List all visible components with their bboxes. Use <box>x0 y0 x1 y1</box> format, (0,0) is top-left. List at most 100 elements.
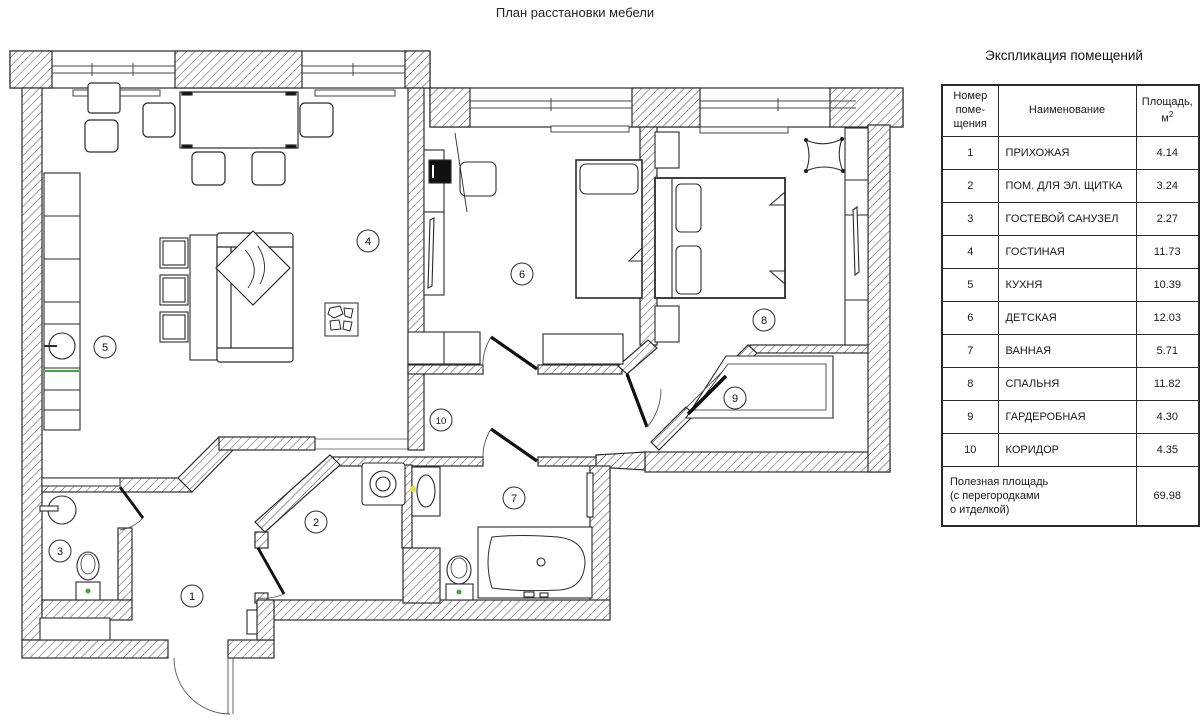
table-header-row: Номер поме- щения Наименование Площадь, … <box>941 84 1200 137</box>
bed-pillow <box>675 245 702 295</box>
table-total-row: Полезная площадь (с перегородками о итде… <box>941 466 1200 527</box>
room-area: 2.27 <box>1135 202 1200 236</box>
partition-room3 <box>41 477 121 487</box>
closet-mirror-icon <box>852 205 860 277</box>
sofa <box>215 230 294 363</box>
bar-island <box>159 234 218 361</box>
room-name: КОРИДОР <box>997 433 1137 467</box>
nightstand <box>654 305 680 343</box>
header-number: Номер поме- щения <box>941 84 999 137</box>
room-name: ГОСТИНАЯ <box>997 235 1137 269</box>
pc-monitor-icon <box>428 159 452 184</box>
legend-title: Экспликация помещений <box>985 48 1143 63</box>
room-area: 4.30 <box>1135 400 1200 434</box>
wall-cabinet <box>246 609 258 635</box>
shelf <box>586 472 594 518</box>
room-name: ДЕТСКАЯ <box>997 301 1137 335</box>
room-name: ВАННАЯ <box>997 334 1137 368</box>
header-area: Площадь, м2 <box>1135 84 1200 137</box>
svg-text:5: 5 <box>102 342 108 354</box>
kitchen-counter <box>43 172 81 431</box>
room-area: 12.03 <box>1135 301 1200 335</box>
sliding-door-leaf <box>686 374 728 416</box>
door-leaf <box>256 547 286 595</box>
header-name: Наименование <box>997 84 1137 137</box>
pillow-chair-icon <box>804 137 845 173</box>
nightstand <box>654 131 680 169</box>
room-name: ГОСТЕВОЙ САНУЗЕЛ <box>997 202 1137 236</box>
door-leaf <box>625 373 649 428</box>
svg-text:4: 4 <box>365 236 371 248</box>
room-schedule-table: Номер поме- щения Наименование Площадь, … <box>941 84 1200 527</box>
highlight-dot-yellow <box>410 486 416 492</box>
table-row: 3 ГОСТЕВОЙ САНУЗЕЛ 2.27 <box>941 202 1200 236</box>
room-name: ГАРДЕРОБНАЯ <box>997 400 1137 434</box>
room-area: 4.35 <box>1135 433 1200 467</box>
room-name: ПОМ. ДЛЯ ЭЛ. ЩИТКА <box>997 169 1137 203</box>
room2-fixtures <box>361 462 406 506</box>
doors <box>118 335 728 715</box>
double-bed <box>654 177 786 299</box>
table-row: 6 ДЕТСКАЯ 12.03 <box>941 301 1200 335</box>
room-number: 8 <box>941 367 999 401</box>
door-leaf <box>118 486 145 519</box>
walls <box>9 50 904 659</box>
table-row: 7 ВАННАЯ 5.71 <box>941 334 1200 368</box>
room-marker-8: 8 <box>752 308 776 332</box>
svg-text:2: 2 <box>313 517 319 529</box>
room-area: 11.82 <box>1135 367 1200 401</box>
room-number: 5 <box>941 268 999 302</box>
table-row: 1 ПРИХОЖАЯ 4.14 <box>941 136 1200 170</box>
sofa-pillow-icon <box>215 230 291 306</box>
room-marker-2: 2 <box>304 510 328 534</box>
room-name: ПРИХОЖАЯ <box>997 136 1137 170</box>
bathroom-fixtures <box>410 466 594 601</box>
room8-furniture <box>654 127 869 346</box>
desk-chair <box>459 161 497 197</box>
room-marker-1: 1 <box>180 584 204 608</box>
room-marker-6: 6 <box>510 262 534 286</box>
page-title: План расстановки мебели <box>495 5 655 20</box>
room-marker-3: 3 <box>48 539 72 563</box>
bed-pillow <box>579 163 639 195</box>
table-row: 9 ГАРДЕРОБНАЯ 4.30 <box>941 400 1200 434</box>
shoe-bench <box>39 617 111 641</box>
dining-set <box>84 82 334 186</box>
fixture-dot-green <box>456 589 462 595</box>
room-number: 2 <box>941 169 999 203</box>
room-number: 4 <box>941 235 999 269</box>
room-markers: 1 2 3 4 5 6 7 8 9 10 <box>48 229 776 608</box>
svg-text:6: 6 <box>519 269 525 281</box>
table-row: 2 ПОМ. ДЛЯ ЭЛ. ЩИТКА 3.24 <box>941 169 1200 203</box>
room-number: 1 <box>941 136 999 170</box>
room-marker-10: 10 <box>429 408 453 432</box>
room-number: 10 <box>941 433 999 467</box>
room3-fixtures <box>39 495 101 601</box>
table-row: 8 СПАЛЬНЯ 11.82 <box>941 367 1200 401</box>
fixture-dot-green <box>85 588 91 594</box>
room-area: 10.39 <box>1135 268 1200 302</box>
room-marker-7: 7 <box>502 486 526 510</box>
bed-pillow <box>675 183 702 233</box>
svg-text:10: 10 <box>436 416 447 427</box>
room-number: 3 <box>941 202 999 236</box>
table-row: 5 КУХНЯ 10.39 <box>941 268 1200 302</box>
hall-furniture <box>39 609 258 641</box>
total-label: Полезная площадь (с перегородками о итде… <box>941 466 1137 527</box>
room-number: 7 <box>941 334 999 368</box>
room-area: 5.71 <box>1135 334 1200 368</box>
room-marker-9: 9 <box>723 386 747 410</box>
total-area: 69.98 <box>1135 466 1200 527</box>
table-row: 4 ГОСТИНАЯ 11.73 <box>941 235 1200 269</box>
pouf-stone-pattern <box>324 302 359 337</box>
svg-text:9: 9 <box>732 393 738 405</box>
dresser <box>542 333 624 365</box>
opening-living <box>315 438 408 450</box>
entry-door-arc <box>173 657 231 715</box>
svg-text:1: 1 <box>189 591 195 603</box>
svg-text:8: 8 <box>761 315 767 327</box>
wardrobe-mirror-icon <box>427 217 435 289</box>
room-marker-4: 4 <box>356 229 380 253</box>
